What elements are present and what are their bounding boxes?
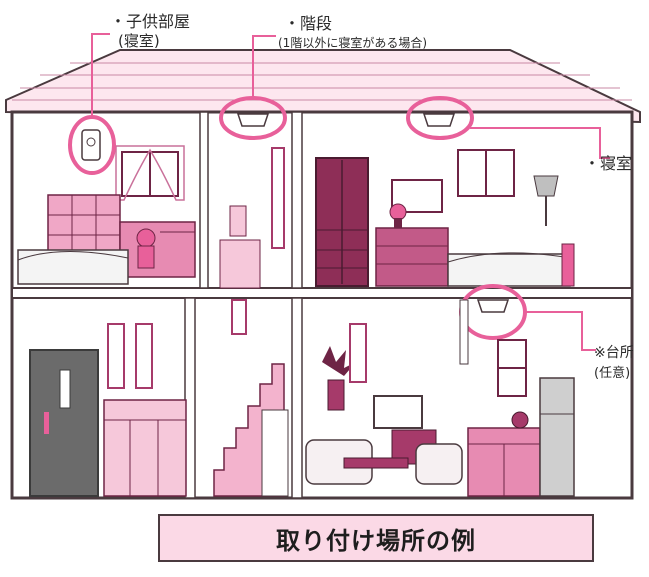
smoke-detector-icon [236, 113, 270, 127]
kids-room-sublabel: (寝室) [118, 32, 160, 50]
callout-lines [91, 33, 610, 351]
stairs [213, 299, 289, 497]
roof [5, 49, 641, 124]
smoke-detector-icon [476, 299, 510, 313]
caption-box: 取り付け場所の例 [158, 514, 594, 562]
living-kitchen [305, 284, 575, 497]
kids-room [17, 115, 196, 285]
entrance [29, 323, 187, 497]
bedroom-label: ・寝室 [584, 154, 633, 173]
smoke-detector-icon [422, 113, 456, 127]
stairs-sublabel: (1階以外に寝室がある場合) [278, 36, 427, 50]
highlight-circle-icon [406, 96, 474, 140]
kitchen-sublabel: (任意) [594, 366, 631, 381]
bedroom [315, 96, 575, 287]
kids-room-label: ・子供部屋 [110, 12, 191, 31]
kitchen-label: ※台所 [594, 345, 634, 361]
stairs-label: ・階段 [284, 14, 333, 33]
smoke-detector-icon [81, 129, 101, 161]
